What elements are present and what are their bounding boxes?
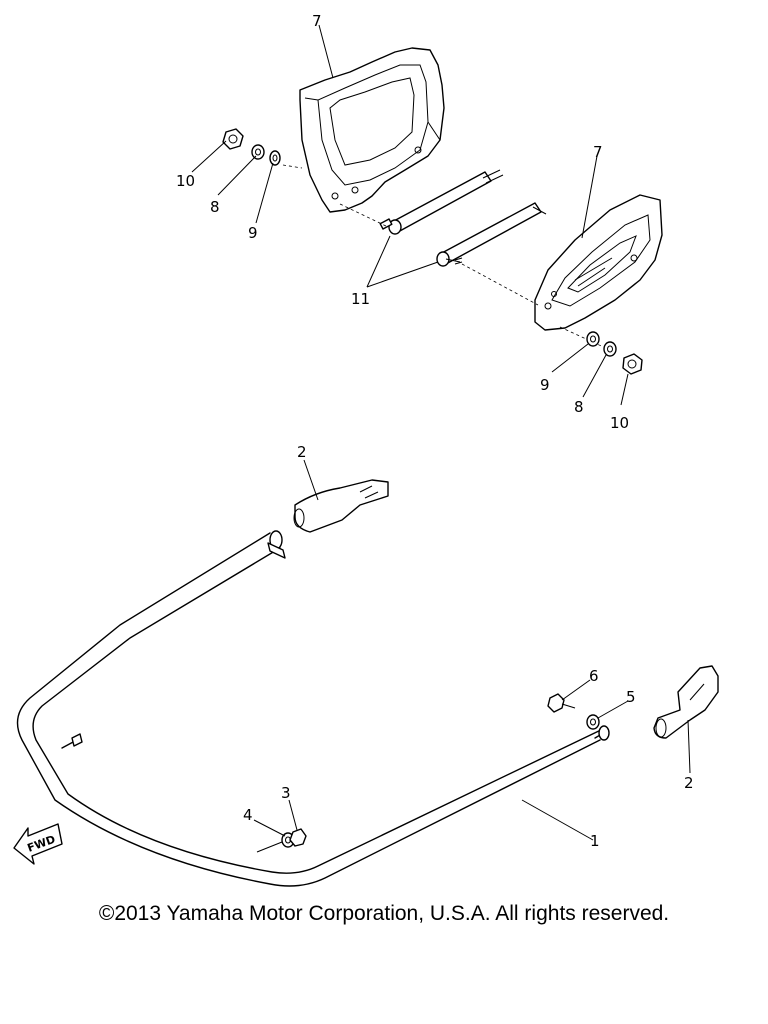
callout-left-washer-9: 9 [248,224,258,242]
callout-frame-1: 1 [590,832,600,850]
left-washer-9-part [269,150,281,166]
callout-right-washer-9: 9 [540,376,550,394]
alignment-line [461,263,539,306]
top-bracket-part [299,47,445,213]
callout-washer-5: 5 [626,688,636,706]
rod-lower-part [436,202,547,267]
callout-bolt-6: 6 [589,667,599,685]
callout-right-washer-8: 8 [574,398,584,416]
right-washer-9-part [586,331,600,347]
left-nut-part [222,128,244,150]
callout-upper-grip: 2 [297,443,307,461]
alignment-line [282,164,303,169]
right-bracket-part [534,194,663,331]
alignment-line [339,203,387,227]
callout-right-grip: 2 [684,774,694,792]
washer-3-part [289,828,307,847]
bolt-6-part [547,693,576,713]
washer-5-part [586,714,600,730]
callout-top-bracket: 7 [312,12,322,30]
washer-4-part [256,832,295,853]
callout-right-nut: 10 [610,414,629,432]
callout-washer-4: 4 [243,806,253,824]
rod-upper-part [379,169,504,235]
callout-rods: 11 [351,290,370,308]
upper-grip-part [293,479,389,533]
main-frame-part [16,530,610,887]
leader-lines [191,24,691,841]
callout-left-washer-8: 8 [210,198,220,216]
left-washer-8-part [251,144,265,160]
callout-right-bracket: 7 [593,143,603,161]
right-grip-part [653,665,719,739]
callout-washer-3: 3 [281,784,291,802]
fwd-arrow-icon: FWD [13,823,63,865]
callout-left-nut: 10 [176,172,195,190]
right-nut-part [622,353,643,375]
right-washer-8-part [603,341,617,357]
copyright-text: ©2013 Yamaha Motor Corporation, U.S.A. A… [98,902,670,925]
